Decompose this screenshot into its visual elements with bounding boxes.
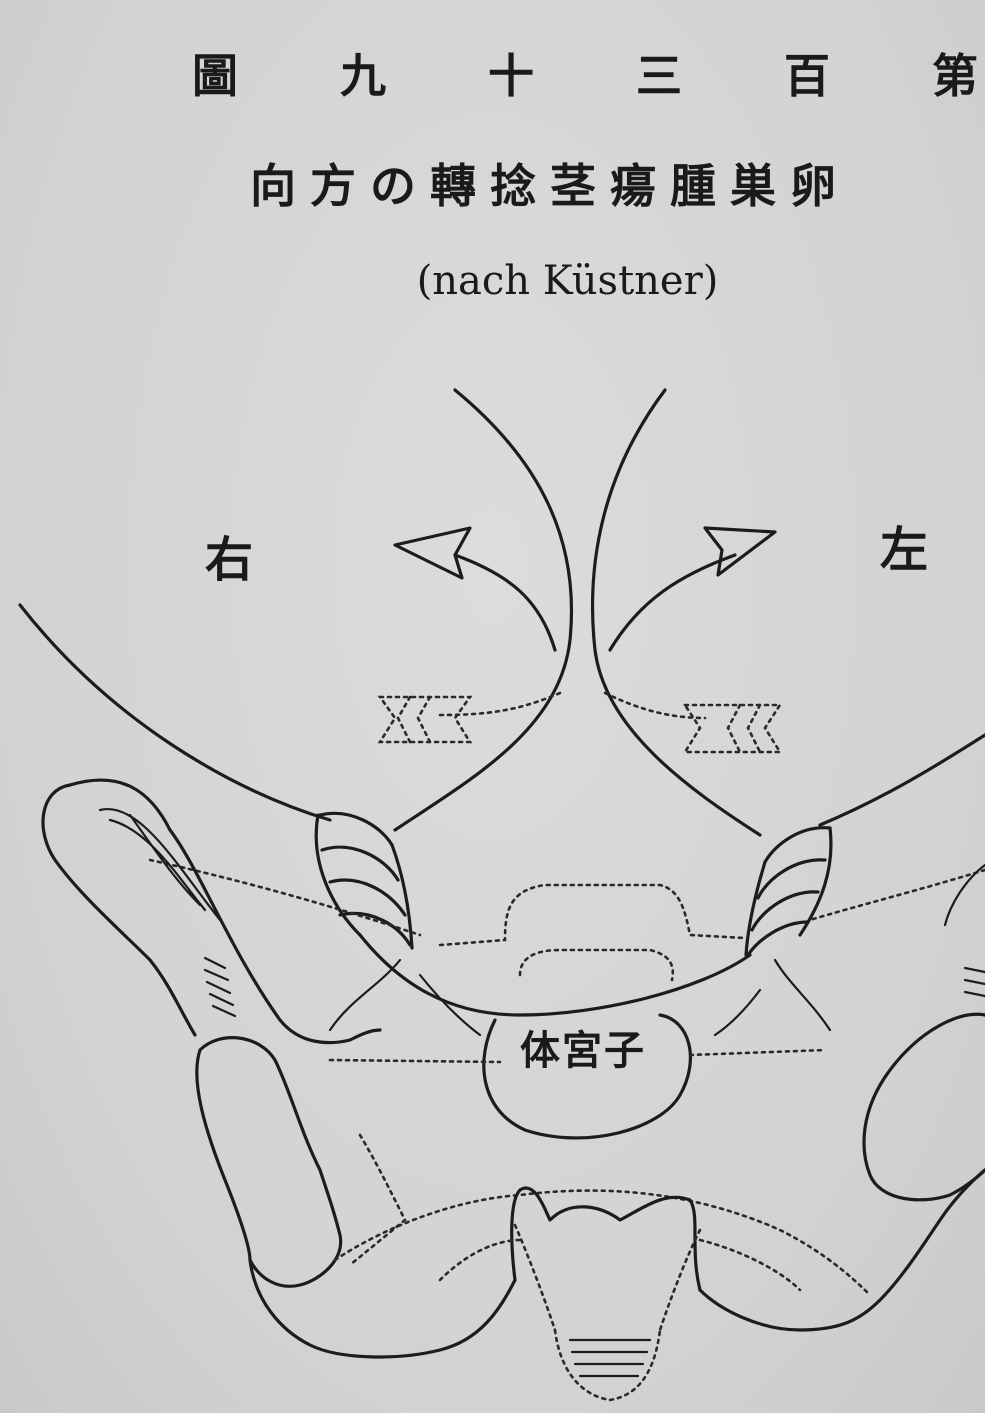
right-arrowhead-icon bbox=[395, 528, 470, 578]
left-pelvic-bone bbox=[700, 1170, 985, 1330]
left-ovary-outline bbox=[864, 1014, 985, 1200]
right-side-label: 右 bbox=[205, 520, 253, 590]
sacrum-outline bbox=[512, 1188, 700, 1290]
sacrum-inner-dotted bbox=[440, 1240, 800, 1290]
pelvic-dotted-brim bbox=[335, 1191, 870, 1295]
right-pelvic-bone bbox=[197, 1038, 515, 1357]
left-hatching-icon bbox=[965, 968, 985, 996]
left-rotation-arrow bbox=[610, 555, 735, 650]
left-fold-curve-2 bbox=[715, 990, 760, 1035]
right-outer-curve bbox=[20, 605, 330, 820]
right-rotation-arrow bbox=[455, 555, 555, 650]
left-side-label: 左 bbox=[880, 510, 928, 580]
left-arrowhead-icon bbox=[705, 528, 775, 575]
right-hatching-icon bbox=[205, 958, 235, 1016]
right-fold-curve-2 bbox=[420, 975, 480, 1035]
uterine-fundus-curve bbox=[360, 935, 750, 1015]
uterus-label: 子宮体 bbox=[520, 1018, 646, 1076]
uterine-dotted-outline bbox=[440, 885, 745, 945]
uterine-dotted-inner bbox=[520, 950, 673, 980]
right-fold-curve bbox=[330, 960, 400, 1030]
right-fimbria-lines bbox=[100, 809, 220, 920]
right-dotted-ligament bbox=[150, 860, 420, 935]
right-dotted-arrow-fletching-icon bbox=[380, 697, 470, 742]
coccyx-hatching-icon bbox=[570, 1340, 650, 1376]
sacrum-dotted-left bbox=[515, 1225, 555, 1330]
left-tube-curve bbox=[945, 865, 985, 925]
central-curve-a bbox=[395, 390, 572, 830]
left-twisted-pedicle bbox=[746, 828, 831, 955]
left-outer-curve bbox=[820, 735, 985, 825]
left-fold-curve bbox=[775, 960, 830, 1030]
sacrum-dotted-right bbox=[660, 1230, 700, 1330]
left-dotted-arrow-fletching-icon bbox=[685, 705, 780, 752]
central-curve-b bbox=[593, 390, 760, 835]
right-tube-outline bbox=[70, 780, 380, 1043]
